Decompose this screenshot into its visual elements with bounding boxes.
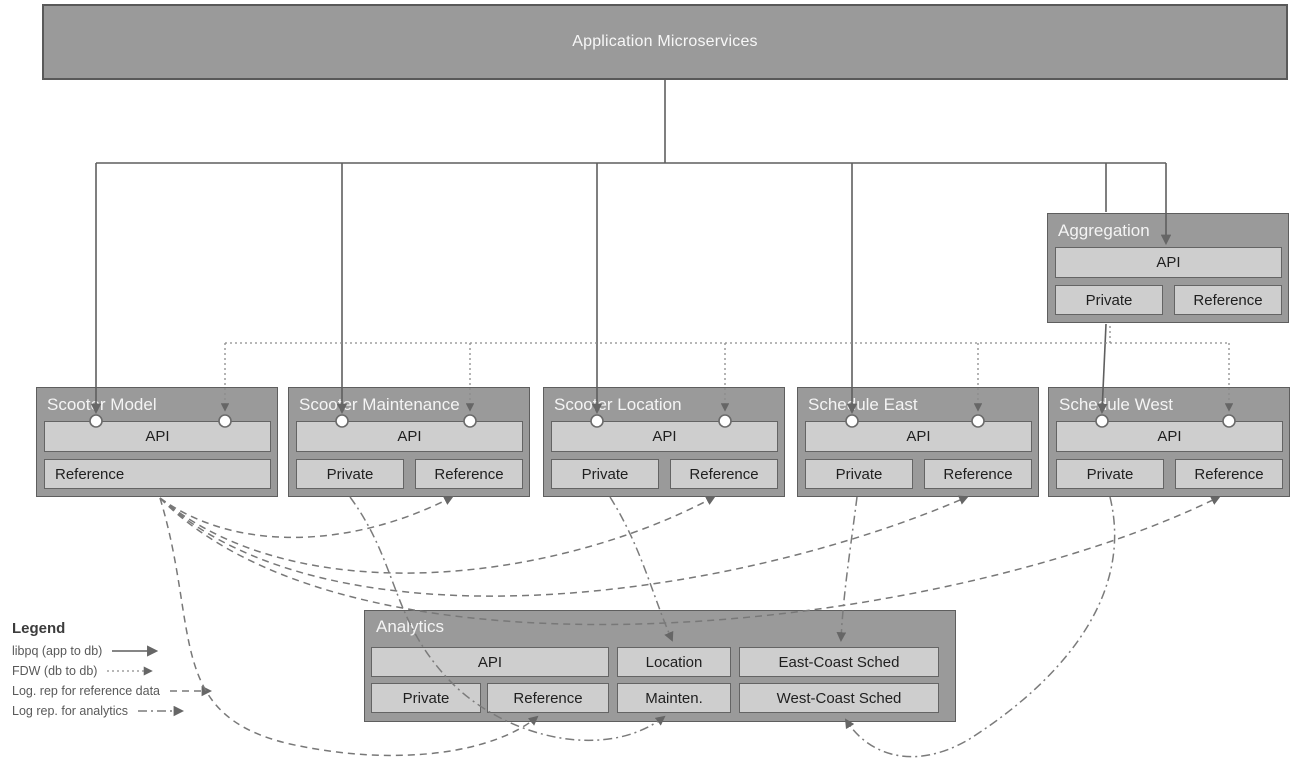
- dashdot-arrow-icon: [138, 705, 185, 717]
- scooter-location-private-cell: Private: [551, 459, 659, 489]
- scooter-model-title: Scooter Model: [47, 395, 157, 414]
- legend: Legend libpq (app to db) FDW (db to db) …: [12, 620, 282, 721]
- dotted-arrow-icon: [107, 666, 154, 676]
- legend-item-logrep-analytics: Log rep. for analytics: [12, 701, 282, 721]
- legend-item-logrep-reference: Log. rep for reference data: [12, 681, 282, 701]
- scooter-location-reference-cell: Reference: [670, 459, 778, 489]
- schedule-east-reference-cell: Reference: [924, 459, 1032, 489]
- scooter-location-api-cell: API: [551, 421, 778, 452]
- scooter-model-reference-cell: Reference: [44, 459, 271, 489]
- schedule-west-reference-cell: Reference: [1175, 459, 1283, 489]
- schedule-east-title: Schedule East: [808, 395, 918, 414]
- schedule-west-private-cell: Private: [1056, 459, 1164, 489]
- schedule-west-title: Schedule West: [1059, 395, 1174, 414]
- analytics-east-coast-sched-cell: East-Coast Sched: [739, 647, 939, 677]
- scooter-maintenance-private-cell: Private: [296, 459, 404, 489]
- scooter-location-title: Scooter Location: [554, 395, 682, 414]
- analytics-location-cell: Location: [617, 647, 731, 677]
- aggregation-private-cell: Private: [1055, 285, 1163, 315]
- dashed-arrow-icon: [170, 685, 213, 697]
- banner-title: Application Microservices: [572, 33, 758, 50]
- aggregation-title: Aggregation: [1058, 221, 1150, 240]
- schedule-east-box: Schedule East API Private Reference: [797, 387, 1039, 497]
- analytics-private-cell: Private: [371, 683, 481, 713]
- solid-arrow-icon: [112, 645, 159, 657]
- legend-title: Legend: [12, 620, 66, 637]
- analytics-west-coast-sched-cell: West-Coast Sched: [739, 683, 939, 713]
- analytics-mainten-cell: Mainten.: [617, 683, 731, 713]
- schedule-west-api-cell: API: [1056, 421, 1283, 452]
- analytics-api-cell: API: [371, 647, 609, 677]
- application-microservices-box: Application Microservices: [42, 4, 1288, 80]
- legend-item-label: Log. rep for reference data: [12, 684, 161, 698]
- scooter-model-box: Scooter Model API Reference: [36, 387, 278, 497]
- libpq-connections: [90, 80, 1172, 415]
- scooter-maintenance-api-cell: API: [296, 421, 523, 452]
- scooter-location-box: Scooter Location API Private Reference: [543, 387, 785, 497]
- legend-item-label: Log rep. for analytics: [12, 704, 129, 718]
- schedule-east-api-cell: API: [805, 421, 1032, 452]
- aggregation-reference-cell: Reference: [1174, 285, 1282, 315]
- legend-item-label: FDW (db to db): [12, 664, 98, 678]
- scooter-maintenance-reference-cell: Reference: [415, 459, 523, 489]
- schedule-east-private-cell: Private: [805, 459, 913, 489]
- scooter-model-api-cell: API: [44, 421, 271, 452]
- analytics-title: Analytics: [376, 617, 445, 636]
- schedule-west-box: Schedule West API Private Reference: [1048, 387, 1290, 497]
- aggregation-box: Aggregation API Private Reference: [1047, 213, 1289, 323]
- legend-item-fdw: FDW (db to db): [12, 661, 282, 681]
- legend-item-label: libpq (app to db): [12, 644, 103, 658]
- analytics-box: Analytics API Private Reference Location…: [364, 610, 956, 722]
- scooter-maintenance-title: Scooter Maintenance: [299, 395, 460, 414]
- legend-item-libpq: libpq (app to db): [12, 641, 282, 661]
- aggregation-api-cell: API: [1055, 247, 1282, 278]
- scooter-maintenance-box: Scooter Maintenance API Private Referenc…: [288, 387, 530, 497]
- analytics-reference-cell: Reference: [487, 683, 609, 713]
